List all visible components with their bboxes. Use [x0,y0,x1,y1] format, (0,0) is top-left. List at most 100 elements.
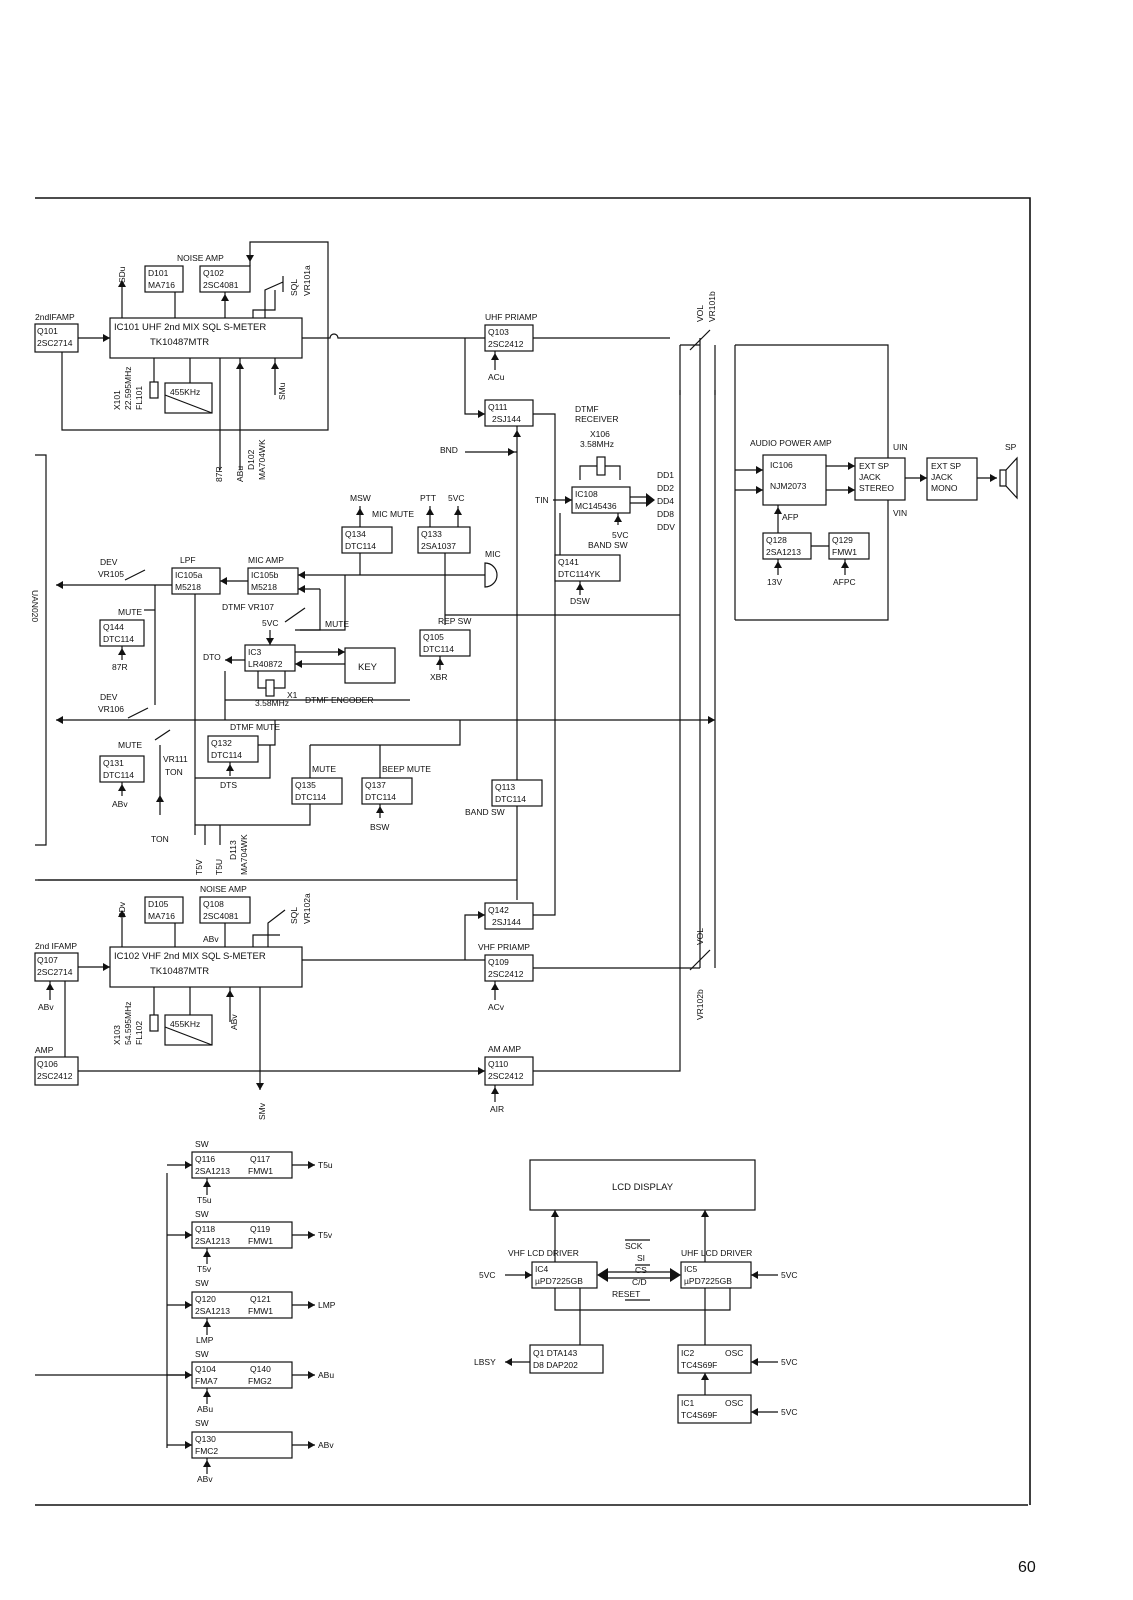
dd1-label: DD1 [657,470,674,480]
ton-label: TON [151,834,169,844]
q111-label: Q111 [488,402,508,412]
vr102b-label: VR102b [695,989,705,1020]
q144-87r-label: 87R [112,662,128,672]
q105-label: Q105 [423,632,444,642]
q107-block [34,952,79,982]
x1-crystal [265,679,275,697]
d113-label: D113 [228,840,238,860]
sw-label-5: SW [195,1418,209,1428]
fl101-freq: 455KHz [170,387,200,397]
ext-stereo-line3: STEREO [859,483,894,493]
ic1-block [677,1394,752,1424]
ic101-label: IC101 UHF 2nd MIX SQL S-METER [114,322,266,333]
q133-block [417,526,471,554]
q135-block [291,777,343,805]
sw-label-1: SW [195,1139,209,1149]
ext-mono-line2: JACK [931,472,953,482]
x106-freq: 3.58MHz [580,439,614,449]
abu-in-label: ABu [197,1404,213,1414]
x103-freq: 54.595MHz [123,1002,133,1045]
air-label: AIR [490,1104,504,1114]
ic1-osc-label: OSC [725,1398,743,1408]
ic1-part: TC4S69F [681,1410,717,1420]
q142-part: 2SJ144 [492,917,521,927]
mic-mute-label: MIC MUTE [372,509,414,519]
xbr-label: XBR [430,672,447,682]
d105-block [144,896,184,924]
beep-mute-label: BEEP MUTE [382,764,431,774]
ic5-block [680,1261,752,1289]
noise-amp-label-vhf: NOISE AMP [200,884,247,894]
d101-block [144,265,184,293]
switch-q118: SW Q118 2SA1213 Q119 FMW1 T5v T5v [167,1209,333,1274]
ic4-label: IC4 [535,1264,549,1274]
q1-label: Q1 DTA143 [533,1348,578,1358]
rep-sw-label: REP SW [438,616,471,626]
x103-crystal [149,1014,159,1032]
q121-part: FMW1 [248,1306,273,1316]
ic102-part: TK10487MTR [150,966,209,977]
q130-block [191,1431,293,1459]
q108-abv-label: ABv [203,934,219,944]
ic3-part: LR40872 [248,659,283,669]
ic102-label: IC102 VHF 2nd MIX SQL S-METER [114,951,266,962]
mic-label: MIC [485,549,501,559]
sw-label-3: SW [195,1278,209,1288]
q118-part: 2SA1213 [195,1236,230,1246]
q131-mute-label: MUTE [118,740,142,750]
q106-title: AMP [35,1045,54,1055]
lcd-display-label: LCD DISPLAY [612,1182,674,1193]
q102-label: Q102 [203,268,224,278]
ic5-part: µPD7225GB [684,1276,732,1286]
q111-part: 2SJ144 [492,414,521,424]
ic108-5vc-label: 5VC [612,530,629,540]
q120-label: Q120 [195,1294,216,1304]
q129-label: Q129 [832,535,853,545]
ic108-part: MC145436 [575,501,617,511]
vr102a-label: VR102a [302,893,312,924]
x106-crystal [596,456,606,476]
si-label: SI [637,1253,645,1263]
uhf-abu-label: ABu [235,466,245,482]
q133-label: Q133 [421,529,442,539]
ddv-label: DDV [657,522,675,532]
x101-freq: 22.595MHz [123,367,133,410]
ic108-band-sw-label: BAND SW [588,540,628,550]
ic2-block [677,1344,752,1374]
smv-label: SMv [257,1102,267,1120]
q113-band-sw-label: BAND SW [465,807,505,817]
q131-block [99,755,145,783]
vr106-label: VR106 [98,704,124,714]
ic106-label: IC106 [770,460,793,470]
q119-part: FMW1 [248,1236,273,1246]
cs-label: CS [635,1265,647,1275]
uhf-87r-label: 87R [214,466,224,482]
ic105a-label: IC105a [175,570,203,580]
q130-label: Q130 [195,1434,216,1444]
fl102-freq: 455KHz [170,1019,200,1029]
ic4-5vc-label: 5VC [479,1270,496,1280]
q113-label: Q113 [495,782,515,792]
ic106-title: AUDIO POWER AMP [750,438,832,448]
ic101-block [109,317,303,359]
ic3-label: IC3 [248,647,262,657]
dtmf-mute-label: DTMF MUTE [230,722,280,732]
ic4-block [531,1261,598,1289]
ic105a-part: M5218 [175,582,201,592]
vr111-label: VR111 [163,754,188,764]
q110-part: 2SC2412 [488,1071,524,1081]
switch-q120: SW Q120 2SA1213 Q121 FMW1 LMP LMP [167,1278,336,1345]
q107-title: 2nd IFAMP [35,941,77,951]
q134-label: Q134 [345,529,366,539]
sw-label-4: SW [195,1349,209,1359]
q106-part: 2SC2412 [37,1071,73,1081]
q135-mute-label: MUTE [312,764,336,774]
ic106-part: NJM2073 [770,481,807,491]
fl101-label: FL101 [134,386,144,410]
q128-part: 2SA1213 [766,547,801,557]
lcd-section: LCD DISPLAY VHF LCD DRIVER IC4 µPD7225GB… [474,1159,798,1424]
q117-label: Q117 [250,1154,270,1164]
abu-out-label: ABu [318,1370,334,1380]
page-frame [35,197,1031,1506]
q137-part: DTC114 [365,792,396,802]
